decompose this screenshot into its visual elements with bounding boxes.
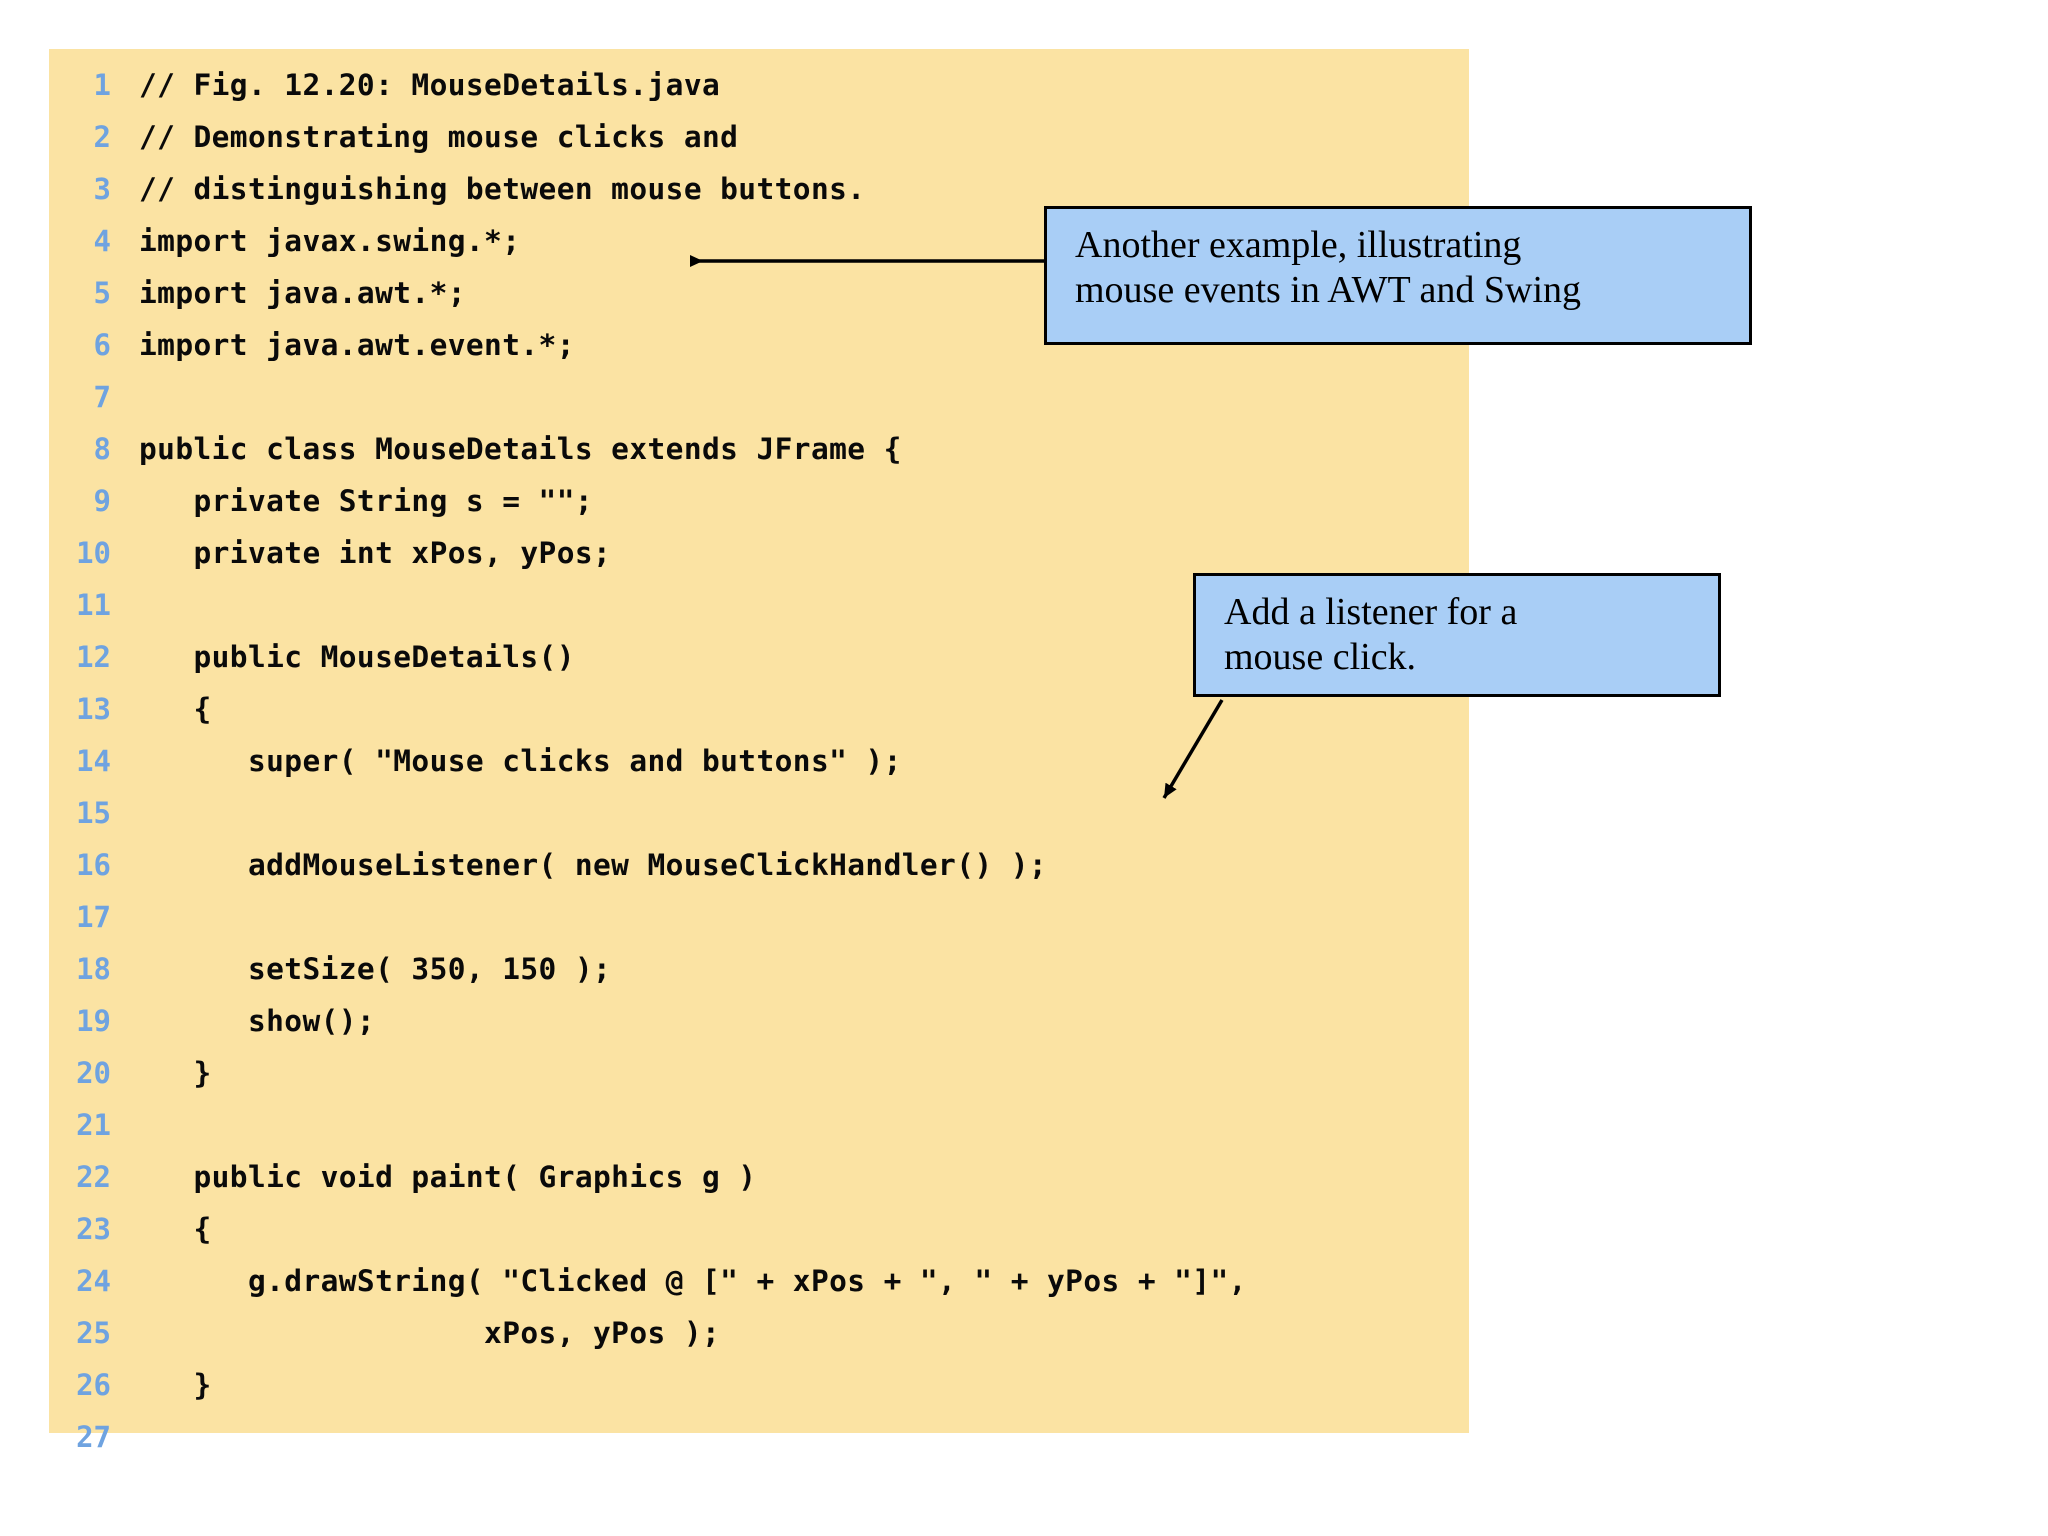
code-line: 9 private String s = "";	[49, 475, 1469, 527]
line-source: public MouseDetails()	[139, 640, 575, 674]
code-line: 24 g.drawString( "Clicked @ [" + xPos + …	[49, 1255, 1469, 1307]
code-line: 27	[49, 1411, 1469, 1463]
code-line: 3 // distinguishing between mouse buttons…	[49, 163, 1469, 215]
callout-add-listener: Add a listener for a mouse click.	[1193, 573, 1721, 697]
line-number: 2	[93, 120, 111, 154]
code-line: 11	[49, 579, 1469, 631]
code-line: 21	[49, 1099, 1469, 1151]
line-number: 25	[76, 1316, 111, 1350]
callout-2-line-2: mouse click.	[1224, 635, 1417, 678]
code-line: 17	[49, 891, 1469, 943]
line-number: 8	[93, 432, 111, 466]
line-source: // Demonstrating mouse clicks and	[139, 120, 739, 154]
line-number: 19	[76, 1004, 111, 1038]
line-number: 22	[76, 1160, 111, 1194]
line-number: 16	[76, 848, 111, 882]
line-source: }	[139, 1368, 212, 1402]
line-number: 6	[93, 328, 111, 362]
code-line: 10 private int xPos, yPos;	[49, 527, 1469, 579]
line-source: // Fig. 12.20: MouseDetails.java	[139, 68, 721, 102]
line-source: public class MouseDetails extends JFrame…	[139, 432, 902, 466]
line-number: 9	[93, 484, 111, 518]
line-number: 23	[76, 1212, 111, 1246]
code-line: 15	[49, 787, 1469, 839]
line-source: // distinguishing between mouse buttons.	[139, 172, 866, 206]
code-line: 7	[49, 371, 1469, 423]
line-source: {	[139, 1212, 212, 1246]
line-source: public void paint( Graphics g )	[139, 1160, 757, 1194]
code-line: 8 public class MouseDetails extends JFram…	[49, 423, 1469, 475]
line-source: private int xPos, yPos;	[139, 536, 612, 570]
code-line: 5 import java.awt.*;	[49, 267, 1469, 319]
code-line: 18 setSize( 350, 150 );	[49, 943, 1469, 995]
code-line: 14 super( "Mouse clicks and buttons" );	[49, 735, 1469, 787]
line-number: 24	[76, 1264, 111, 1298]
line-number: 12	[76, 640, 111, 674]
line-number: 26	[76, 1368, 111, 1402]
line-source: show();	[139, 1004, 376, 1038]
line-number: 15	[76, 796, 111, 830]
line-number: 5	[93, 276, 111, 310]
line-source: super( "Mouse clicks and buttons" );	[139, 744, 902, 778]
callout-1-line-1: Another example, illustrating	[1075, 224, 1522, 266]
line-source: import java.awt.event.*;	[139, 328, 575, 362]
line-source: import java.awt.*;	[139, 276, 466, 310]
line-source: private String s = "";	[139, 484, 594, 518]
line-number: 11	[76, 588, 111, 622]
line-source: import javax.swing.*;	[139, 224, 521, 258]
code-line: 16 addMouseListener( new MouseClickHandl…	[49, 839, 1469, 891]
callout-another-example: Another example, illustrating mouse even…	[1044, 206, 1752, 345]
code-line: 12 public MouseDetails()	[49, 631, 1469, 683]
code-line: 19 show();	[49, 995, 1469, 1047]
code-line: 26 }	[49, 1359, 1469, 1411]
line-source: addMouseListener( new MouseClickHandler(…	[139, 848, 1048, 882]
code-line: 23 {	[49, 1203, 1469, 1255]
code-line: 22 public void paint( Graphics g )	[49, 1151, 1469, 1203]
line-number: 13	[76, 692, 111, 726]
line-number: 14	[76, 744, 111, 778]
line-number: 4	[93, 224, 111, 258]
line-source: {	[139, 692, 212, 726]
code-lines: 1 // Fig. 12.20: MouseDetails.java 2 // Dem…	[49, 59, 1469, 1463]
line-source: xPos, yPos );	[139, 1316, 721, 1350]
line-number: 18	[76, 952, 111, 986]
code-line: 13 {	[49, 683, 1469, 735]
line-number: 1	[93, 68, 111, 102]
line-number: 3	[93, 172, 111, 206]
line-source: }	[139, 1056, 212, 1090]
line-source: g.drawString( "Clicked @ [" + xPos + ", …	[139, 1264, 1247, 1298]
line-number: 27	[76, 1420, 111, 1454]
line-number: 20	[76, 1056, 111, 1090]
line-number: 10	[76, 536, 111, 570]
code-line: 20 }	[49, 1047, 1469, 1099]
code-line: 6 import java.awt.event.*;	[49, 319, 1469, 371]
callout-2-line-1: Add a listener for a	[1224, 591, 1518, 633]
line-number: 7	[93, 380, 111, 414]
line-source: setSize( 350, 150 );	[139, 952, 612, 986]
line-number: 17	[76, 900, 111, 934]
code-line: 1 // Fig. 12.20: MouseDetails.java	[49, 59, 1469, 111]
code-line: 2 // Demonstrating mouse clicks and	[49, 111, 1469, 163]
callout-1-line-2: mouse events in AWT and Swing	[1075, 268, 1582, 311]
code-line: 25 xPos, yPos );	[49, 1307, 1469, 1359]
code-line: 4 import javax.swing.*;	[49, 215, 1469, 267]
line-number: 21	[76, 1108, 111, 1142]
